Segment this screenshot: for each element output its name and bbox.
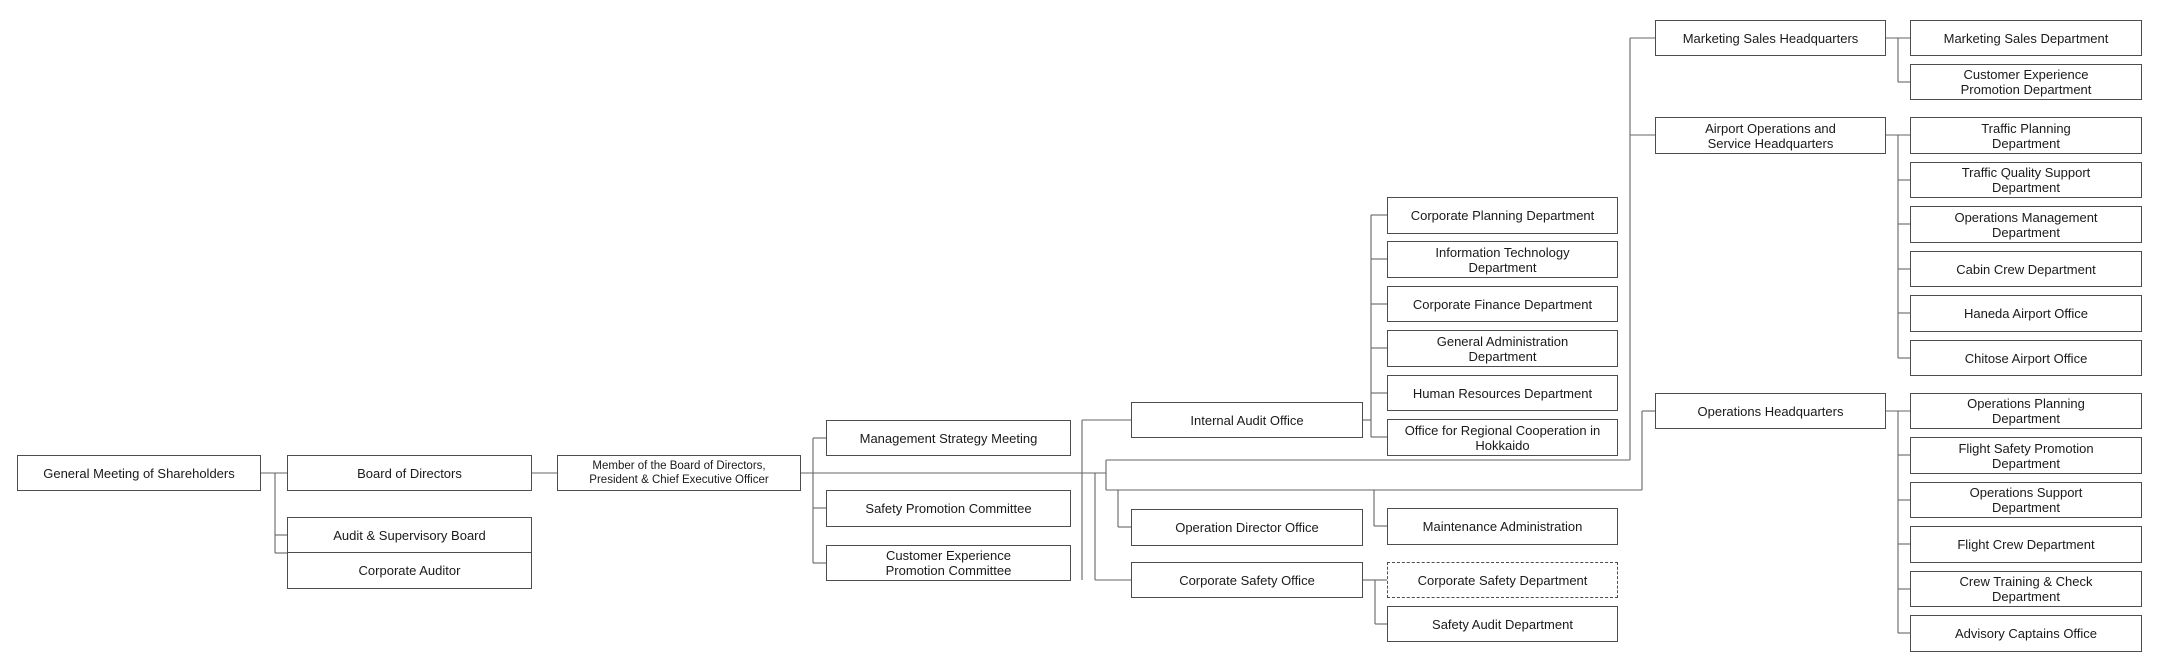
node-crew-training-check-department: Crew Training & Check Department [1910, 571, 2142, 607]
node-safety-promotion-committee: Safety Promotion Committee [826, 490, 1071, 527]
node-cabin-crew-department: Cabin Crew Department [1910, 251, 2142, 287]
node-board-of-directors: Board of Directors [287, 455, 532, 491]
node-operations-hq: Operations Headquarters [1655, 393, 1886, 429]
node-safety-audit-department: Safety Audit Department [1387, 606, 1618, 642]
node-audit-supervisory-board: Audit & Supervisory Board [287, 517, 532, 553]
node-operations-planning-department: Operations Planning Department [1910, 393, 2142, 429]
node-flight-crew-department: Flight Crew Department [1910, 526, 2142, 563]
node-operation-director-office: Operation Director Office [1131, 509, 1363, 546]
node-cx-promotion-committee: Customer Experience Promotion Committee [826, 545, 1071, 581]
node-corporate-finance-department: Corporate Finance Department [1387, 286, 1618, 322]
node-regional-cooperation-hokkaido: Office for Regional Cooperation in Hokka… [1387, 419, 1618, 456]
node-airport-operations-hq: Airport Operations and Service Headquart… [1655, 117, 1886, 154]
node-management-strategy-meeting: Management Strategy Meeting [826, 420, 1071, 456]
node-cx-promotion-department: Customer Experience Promotion Department [1910, 64, 2142, 100]
node-corporate-safety-department: Corporate Safety Department [1387, 562, 1618, 598]
node-flight-safety-promotion-department: Flight Safety Promotion Department [1910, 437, 2142, 474]
node-chitose-airport-office: Chitose Airport Office [1910, 340, 2142, 376]
node-operations-support-department: Operations Support Department [1910, 482, 2142, 518]
node-advisory-captains-office: Advisory Captains Office [1910, 615, 2142, 652]
node-corporate-auditor: Corporate Auditor [287, 552, 532, 589]
node-maintenance-administration: Maintenance Administration [1387, 508, 1618, 545]
node-traffic-quality-support-department: Traffic Quality Support Department [1910, 162, 2142, 198]
node-internal-audit-office: Internal Audit Office [1131, 402, 1363, 438]
node-marketing-sales-department: Marketing Sales Department [1910, 20, 2142, 56]
node-human-resources-department: Human Resources Department [1387, 375, 1618, 411]
node-president: Member of the Board of Directors, Presid… [557, 455, 801, 491]
node-corporate-planning-department: Corporate Planning Department [1387, 197, 1618, 234]
node-operations-management-department: Operations Management Department [1910, 206, 2142, 243]
node-general-administration-department: General Administration Department [1387, 330, 1618, 367]
node-marketing-sales-hq: Marketing Sales Headquarters [1655, 20, 1886, 56]
node-information-technology-department: Information Technology Department [1387, 241, 1618, 278]
node-corporate-safety-office: Corporate Safety Office [1131, 562, 1363, 598]
node-shareholders: General Meeting of Shareholders [17, 455, 261, 491]
node-traffic-planning-department: Traffic Planning Department [1910, 117, 2142, 154]
node-haneda-airport-office: Haneda Airport Office [1910, 295, 2142, 332]
